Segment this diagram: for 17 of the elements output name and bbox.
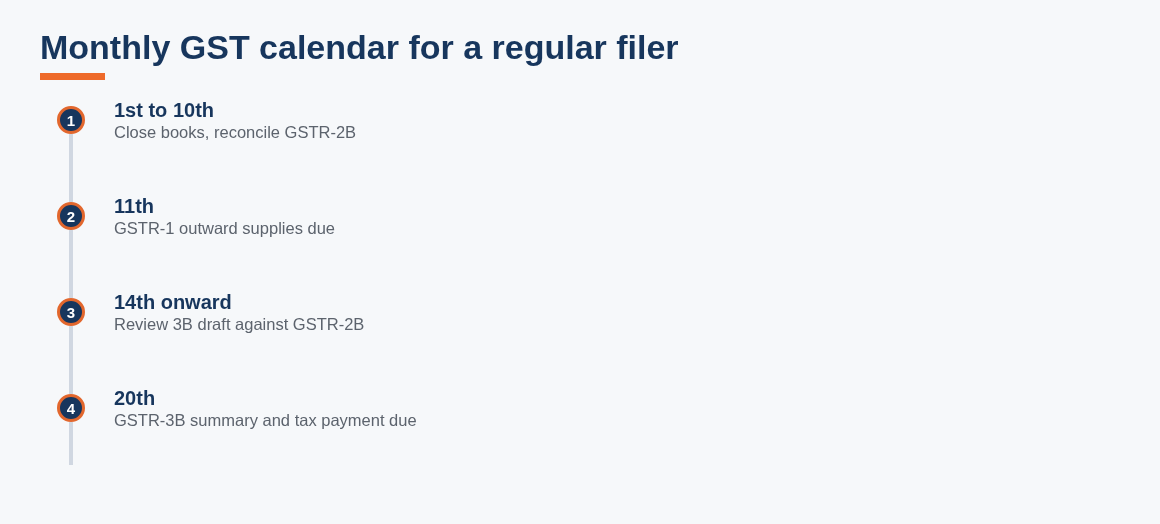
step-number-marker: 4 — [57, 394, 85, 422]
timeline-line — [69, 134, 73, 202]
step-description: Close books, reconcile GSTR-2B — [114, 122, 357, 142]
step-description: GSTR-1 outward supplies due — [114, 218, 336, 238]
date-heading: 11th — [114, 195, 156, 217]
date-heading: 14th onward — [114, 291, 233, 313]
timeline-line — [69, 422, 73, 465]
diagram-title: Monthly GST calendar for a regular filer — [40, 27, 679, 67]
timeline-line — [69, 326, 73, 394]
date-heading: 1st to 10th — [114, 99, 216, 121]
step-number-marker: 1 — [57, 106, 85, 134]
step-number-marker: 3 — [57, 298, 85, 326]
date-heading: 20th — [114, 387, 157, 409]
timeline-line — [69, 230, 73, 298]
step-number-marker: 2 — [57, 202, 85, 230]
step-description: GSTR-3B summary and tax payment due — [114, 410, 417, 430]
step-description: Review 3B draft against GSTR-2B — [114, 314, 365, 334]
